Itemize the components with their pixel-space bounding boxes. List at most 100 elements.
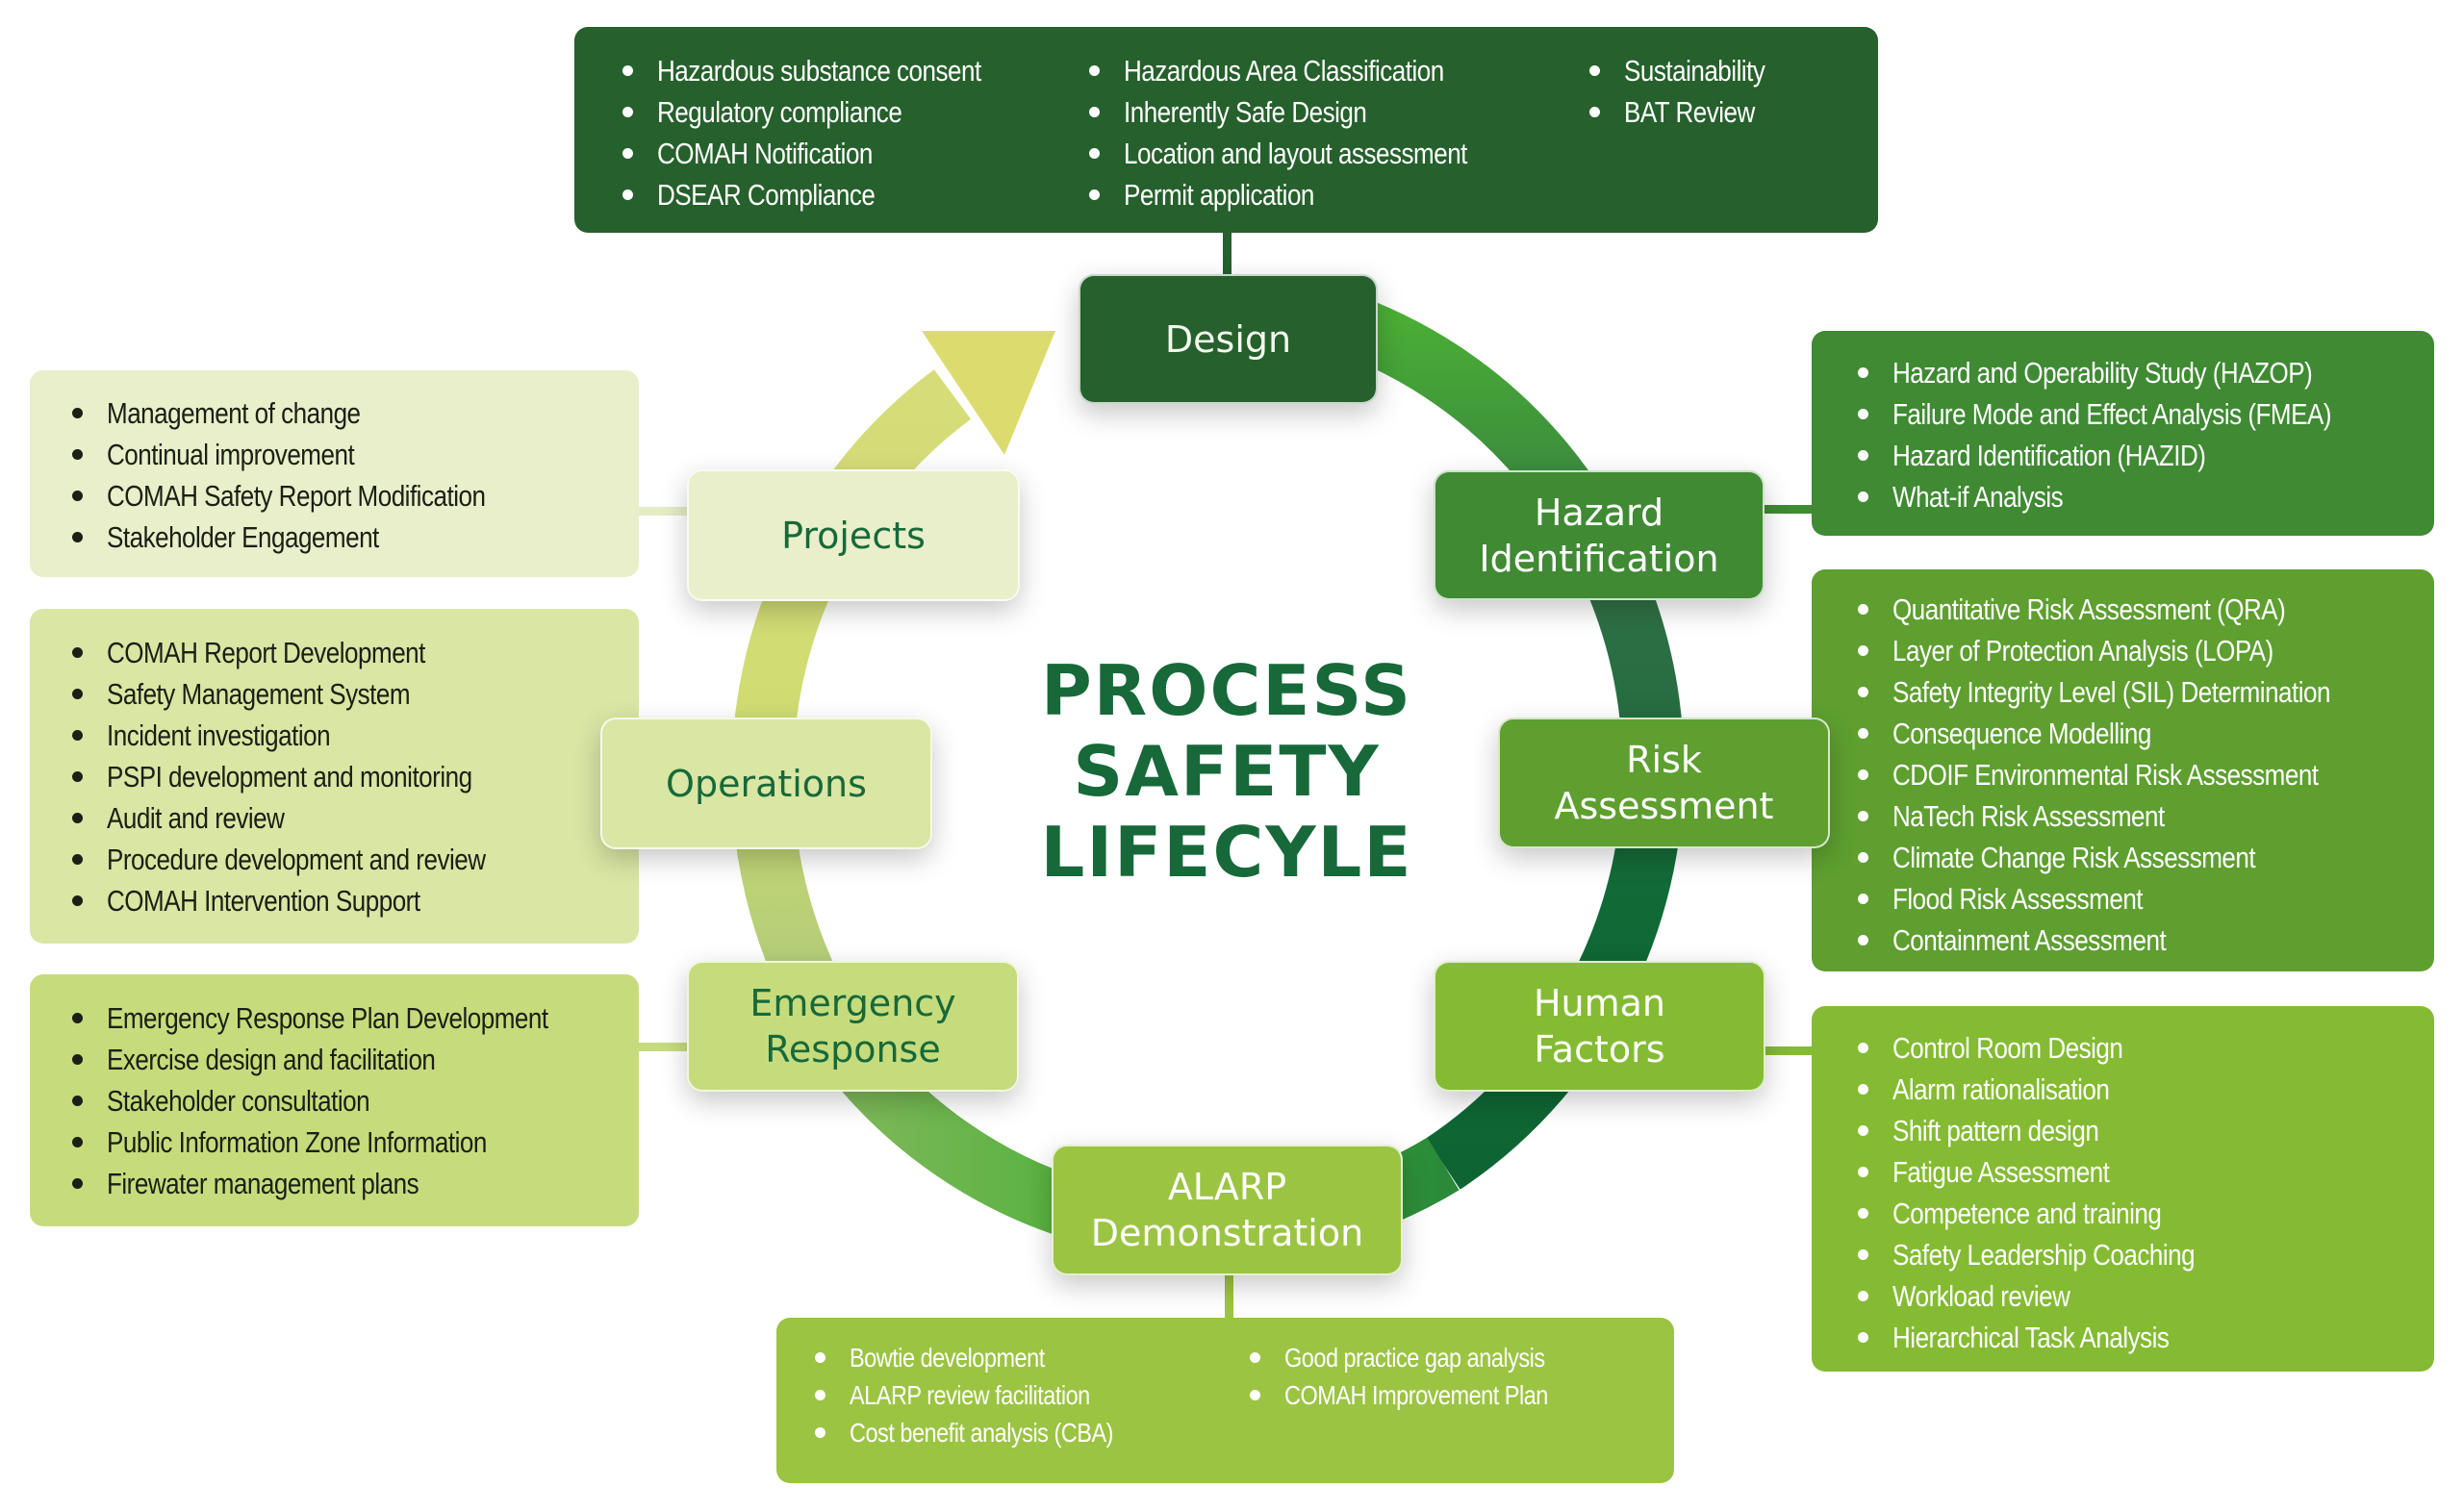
bullet-icon bbox=[1858, 1291, 1868, 1301]
bullet-icon bbox=[815, 1390, 825, 1400]
list-item: Permit application bbox=[1078, 174, 1578, 215]
bullet-icon bbox=[1858, 1167, 1868, 1177]
list-item: Safety Management System bbox=[61, 673, 639, 715]
bullet-icon bbox=[1589, 107, 1600, 117]
list-item: Regulatory compliance bbox=[611, 91, 1078, 133]
bullet-icon bbox=[1858, 935, 1868, 945]
panel-alarp-columns: Bowtie development ALARP review facilita… bbox=[803, 1339, 1674, 1451]
bullet-icon bbox=[72, 1096, 83, 1106]
bullet-icon bbox=[1858, 1125, 1868, 1136]
bullet-icon bbox=[1858, 1043, 1868, 1053]
bullet-icon bbox=[1858, 604, 1868, 615]
list-item: Competence and training bbox=[1846, 1193, 2434, 1234]
bullet-icon bbox=[1858, 811, 1868, 821]
bullet-icon bbox=[72, 1054, 83, 1065]
list-item: Hierarchical Task Analysis bbox=[1846, 1317, 2434, 1358]
list-item: Shift pattern design bbox=[1846, 1110, 2434, 1151]
projects-list: Management of change Continual improveme… bbox=[61, 392, 639, 558]
list-item: What-if Analysis bbox=[1846, 476, 2434, 517]
list-item: Hazardous Area Classification bbox=[1078, 50, 1578, 91]
list-item: COMAH Report Development bbox=[61, 632, 639, 673]
list-item: DSEAR Compliance bbox=[611, 174, 1078, 215]
list-item: NaTech Risk Assessment bbox=[1846, 795, 2434, 837]
stage-operations: Operations bbox=[600, 718, 932, 849]
list-item: Control Room Design bbox=[1846, 1027, 2434, 1069]
list-item: Climate Change Risk Assessment bbox=[1846, 837, 2434, 878]
list-item: Management of change bbox=[61, 392, 639, 434]
bullet-icon bbox=[1858, 1332, 1868, 1343]
bullet-icon bbox=[1089, 148, 1100, 159]
bullet-icon bbox=[72, 730, 83, 741]
bullet-icon bbox=[72, 1013, 83, 1023]
list-item: Safety Leadership Coaching bbox=[1846, 1234, 2434, 1275]
panel-alarp-services: Bowtie development ALARP review facilita… bbox=[776, 1318, 1674, 1483]
bullet-icon bbox=[1858, 1208, 1868, 1219]
list-item: Hazard Identification (HAZID) bbox=[1846, 435, 2434, 476]
bullet-icon bbox=[72, 408, 83, 418]
design-col-1: Hazardous substance consent Regulatory c… bbox=[611, 50, 1078, 215]
bullet-icon bbox=[1589, 65, 1600, 76]
bullet-icon bbox=[72, 1178, 83, 1189]
list-item: Sustainability bbox=[1578, 50, 1847, 91]
list-item: Good practice gap analysis bbox=[1238, 1339, 1642, 1376]
list-item: Bowtie development bbox=[803, 1339, 1238, 1376]
list-item: BAT Review bbox=[1578, 91, 1847, 133]
list-item: Inherently Safe Design bbox=[1078, 91, 1578, 133]
panel-operations-services: COMAH Report Development Safety Manageme… bbox=[30, 609, 639, 944]
panel-hazard-services: Hazard and Operability Study (HAZOP) Fai… bbox=[1812, 331, 2434, 536]
panel-projects-services: Management of change Continual improveme… bbox=[30, 370, 639, 577]
bullet-icon bbox=[1858, 728, 1868, 739]
bullet-icon bbox=[622, 65, 633, 76]
connector-hazard bbox=[1763, 505, 1815, 514]
bullet-icon bbox=[1858, 409, 1868, 419]
list-item: Continual improvement bbox=[61, 434, 639, 475]
stage-operations-label: Operations bbox=[666, 762, 867, 805]
list-item: Firewater management plans bbox=[61, 1163, 639, 1204]
bullet-icon bbox=[72, 813, 83, 823]
bullet-icon bbox=[1858, 491, 1868, 502]
list-item: Containment Assessment bbox=[1846, 920, 2434, 961]
bullet-icon bbox=[1858, 367, 1868, 378]
connector-emergency bbox=[637, 1043, 689, 1051]
bullet-icon bbox=[72, 491, 83, 501]
list-item: COMAH Improvement Plan bbox=[1238, 1376, 1642, 1414]
stage-projects-label: Projects bbox=[781, 514, 926, 557]
list-item: Procedure development and review bbox=[61, 839, 639, 880]
bullet-icon bbox=[622, 189, 633, 200]
list-item: Emergency Response Plan Development bbox=[61, 997, 639, 1039]
panel-risk-services: Quantitative Risk Assessment (QRA) Layer… bbox=[1812, 569, 2434, 971]
panel-emergency-services: Emergency Response Plan Development Exer… bbox=[30, 974, 639, 1226]
risk-list: Quantitative Risk Assessment (QRA) Layer… bbox=[1846, 589, 2434, 961]
list-item: Hazard and Operability Study (HAZOP) bbox=[1846, 352, 2434, 393]
list-item: COMAH Intervention Support bbox=[61, 880, 639, 921]
list-item: Exercise design and facilitation bbox=[61, 1039, 639, 1080]
bullet-icon bbox=[72, 771, 83, 782]
list-item: Safety Integrity Level (SIL) Determinati… bbox=[1846, 671, 2434, 713]
bullet-icon bbox=[72, 895, 83, 906]
stage-projects: Projects bbox=[687, 469, 1020, 601]
bullet-icon bbox=[72, 449, 83, 460]
operations-list: COMAH Report Development Safety Manageme… bbox=[61, 632, 639, 921]
alarp-col-1: Bowtie development ALARP review facilita… bbox=[803, 1339, 1238, 1451]
connector-alarp bbox=[1225, 1273, 1233, 1320]
bullet-icon bbox=[1858, 852, 1868, 863]
list-item: Cost benefit analysis (CBA) bbox=[803, 1414, 1238, 1451]
list-item: Incident investigation bbox=[61, 715, 639, 756]
design-col-3: Sustainability BAT Review bbox=[1578, 50, 1847, 215]
connector-design bbox=[1223, 231, 1232, 277]
human-list: Control Room Design Alarm rationalisatio… bbox=[1846, 1027, 2434, 1358]
bullet-icon bbox=[1250, 1390, 1260, 1400]
title-line-2: SAFETY bbox=[1073, 731, 1381, 812]
stage-design-label: Design bbox=[1164, 317, 1292, 361]
bullet-icon bbox=[72, 689, 83, 699]
connector-projects bbox=[637, 507, 689, 516]
bullet-icon bbox=[72, 532, 83, 542]
list-item: Location and layout assessment bbox=[1078, 133, 1578, 174]
